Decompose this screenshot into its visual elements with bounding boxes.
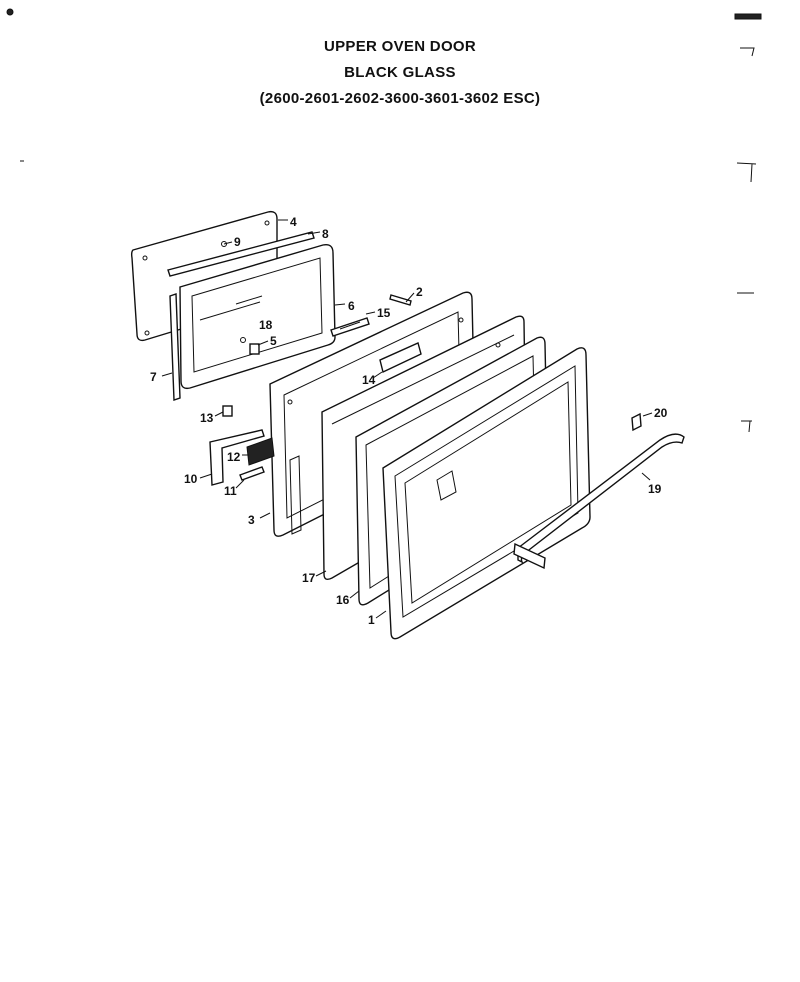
part-20-end-cap <box>631 412 642 432</box>
callout-14: 14 <box>362 373 376 387</box>
scan-mark-dot <box>6 8 14 16</box>
scan-mark-tick-2 <box>736 162 757 183</box>
title-line-2: BLACK GLASS <box>344 64 456 81</box>
part-18-screw <box>240 337 246 343</box>
part-12-hinge <box>246 437 275 466</box>
title-block: UPPER OVEN DOOR BLACK GLASS (2600-2601-2… <box>0 34 800 112</box>
callout-18: 18 <box>259 318 273 332</box>
callout-3: 3 <box>248 513 255 527</box>
scan-mark-tick-1 <box>740 47 755 57</box>
callout-11: 11 <box>224 484 237 498</box>
part-10-hinge-housing <box>209 429 265 486</box>
callout-2: 2 <box>416 285 423 299</box>
callout-20: 20 <box>654 406 668 420</box>
leader-lines <box>161 219 653 619</box>
part-6-inner-frame <box>179 243 336 390</box>
callout-8: 8 <box>322 227 329 241</box>
part-7-side-rail <box>169 293 181 401</box>
callout-13: 13 <box>200 411 214 425</box>
scan-mark-tick-4 <box>741 420 752 433</box>
title-line-3: (2600-2601-2602-3600-3601-3602 ESC) <box>259 90 541 107</box>
callout-19: 19 <box>648 482 662 496</box>
part-13-clip <box>222 405 233 417</box>
callout-17: 17 <box>302 571 316 585</box>
part-14-bracket <box>379 342 422 373</box>
part-5-bracket <box>249 343 260 355</box>
part-11-hinge-plate <box>239 466 265 481</box>
callout-9: 9 <box>234 235 241 249</box>
callout-16: 16 <box>336 593 350 607</box>
part-1-outer-frame <box>382 347 591 640</box>
callout-15: 15 <box>377 306 391 320</box>
callout-1: 1 <box>368 613 375 627</box>
part-15-clip <box>330 317 370 337</box>
scan-mark-bar <box>734 13 762 20</box>
callout-10: 10 <box>184 472 198 486</box>
callout-6: 6 <box>348 299 355 313</box>
part-19-handle <box>513 433 685 570</box>
callout-4: 4 <box>290 215 297 229</box>
part-8-top-channel <box>167 231 315 277</box>
callout-7: 7 <box>150 370 157 384</box>
part-2-screw <box>389 294 412 306</box>
callout-5: 5 <box>270 334 277 348</box>
callout-12: 12 <box>227 450 241 464</box>
title-line-1: UPPER OVEN DOOR <box>323 38 477 55</box>
